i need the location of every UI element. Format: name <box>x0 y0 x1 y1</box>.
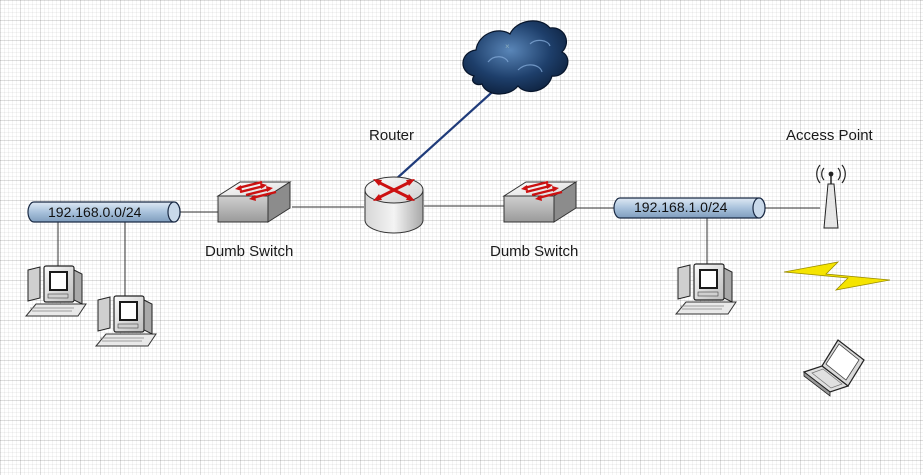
svg-text:×: × <box>505 42 510 51</box>
desktop-computer-icon[interactable] <box>675 263 737 315</box>
internet-cloud-icon[interactable]: × <box>462 20 569 95</box>
router-label: Router <box>369 127 414 144</box>
switch-icon[interactable] <box>216 180 292 223</box>
access-point-icon[interactable] <box>816 164 846 229</box>
desktop-computer-icon[interactable] <box>95 295 157 347</box>
network-segment-left[interactable]: 192.168.0.0/24 <box>27 201 181 223</box>
switch-right-label: Dumb Switch <box>490 243 578 260</box>
router-icon[interactable] <box>364 176 424 234</box>
network-segment-right[interactable]: 192.168.1.0/24 <box>613 197 766 219</box>
segment-right-label: 192.168.1.0/24 <box>634 199 728 215</box>
wireless-link-icon <box>783 261 891 291</box>
switch-icon[interactable] <box>502 180 578 223</box>
link-cloud-router <box>394 84 501 181</box>
access-point-label: Access Point <box>786 127 874 144</box>
desktop-computer-icon[interactable] <box>25 265 87 317</box>
switch-left-label: Dumb Switch <box>205 243 293 260</box>
laptop-icon[interactable] <box>802 339 865 397</box>
segment-left-label: 192.168.0.0/24 <box>48 204 142 220</box>
links <box>57 84 820 300</box>
